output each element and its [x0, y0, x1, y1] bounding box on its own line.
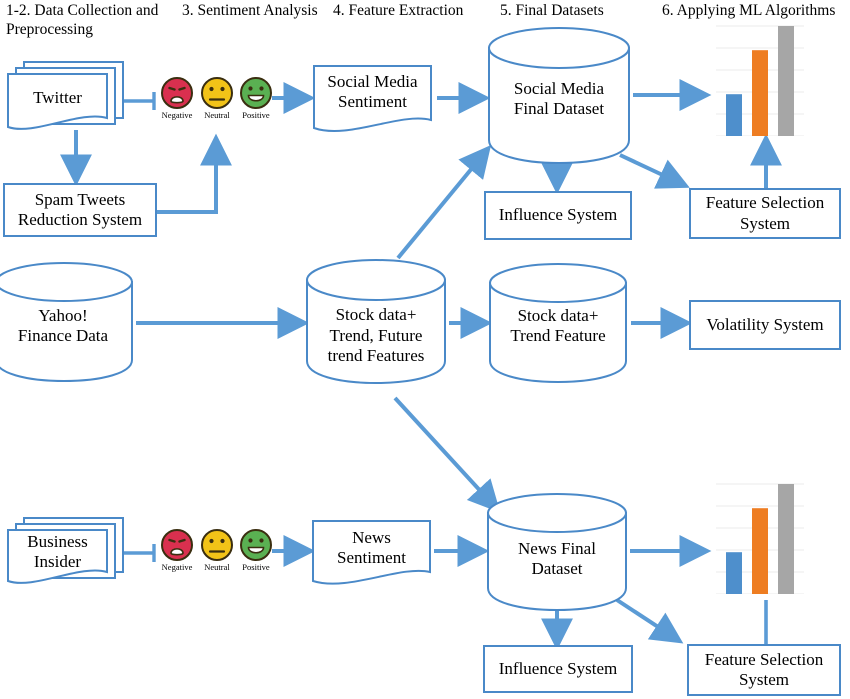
ml-results-chart-top[interactable] [716, 22, 804, 141]
edge-stock-to-newsfinal [393, 396, 501, 513]
label-neutral-top: Neutral [204, 110, 230, 120]
node-business-insider[interactable] [7, 517, 124, 584]
label-positive-bottom: Positive [242, 562, 270, 572]
bar-2 [778, 484, 794, 594]
bar-1 [752, 508, 768, 594]
bar-0 [726, 94, 742, 136]
sentiment-faces-bottom [160, 528, 272, 567]
edge-stock-to-smfinal [396, 145, 492, 260]
sentiment-faces-top-svg [161, 77, 272, 109]
header-stage-3: 3. Sentiment Analysis [182, 2, 318, 19]
edge-smfinal-to-featsel-top [619, 153, 690, 189]
node-twitter[interactable] [7, 61, 124, 130]
label-positive-top: Positive [242, 110, 270, 120]
header-stage-4: 4. Feature Extraction [333, 2, 464, 19]
header-stage-1-2: 1-2. Data Collection and Preprocessing [6, 2, 159, 38]
node-volatility-system[interactable] [689, 300, 841, 350]
node-social-media-final-dataset[interactable] [488, 27, 630, 165]
edge-newsfinal-to-featsel-bottom [615, 598, 684, 644]
positive-face-icon[interactable] [240, 529, 272, 561]
node-news-sentiment[interactable] [312, 520, 431, 585]
bar-1 [752, 50, 768, 137]
node-feature-selection-bottom[interactable] [687, 644, 841, 696]
edge-spam-to-sentiment [156, 133, 232, 214]
node-influence-system-top[interactable] [484, 191, 632, 240]
header-stage-5: 5. Final Datasets [500, 2, 604, 19]
neutral-face-icon[interactable] [201, 529, 233, 561]
node-feature-selection-top[interactable] [689, 188, 841, 239]
header-stage-6: 6. Applying ML Algorithms [662, 2, 836, 19]
label-negative-top: Negative [161, 110, 193, 120]
bar-2 [778, 26, 794, 136]
label-negative-bottom: Negative [161, 562, 193, 572]
ml-results-chart-bottom[interactable] [716, 480, 804, 599]
sentiment-faces-bottom-svg [161, 529, 272, 561]
node-spam-tweets[interactable] [3, 183, 157, 237]
positive-face-icon[interactable] [240, 77, 272, 109]
negative-face-icon[interactable] [161, 529, 193, 561]
negative-face-icon[interactable] [161, 77, 193, 109]
bar-0 [726, 552, 742, 594]
ml-results-chart-bottom-svg [716, 483, 804, 595]
node-social-media-sentiment[interactable] [313, 65, 432, 133]
label-neutral-bottom: Neutral [204, 562, 230, 572]
node-stock-trend-feature[interactable] [489, 263, 627, 384]
sentiment-faces-top [160, 76, 272, 115]
node-stock-trend-future[interactable] [306, 259, 446, 385]
node-news-final-dataset[interactable] [487, 493, 627, 612]
node-yahoo-finance-data[interactable] [0, 262, 133, 383]
neutral-face-icon[interactable] [201, 77, 233, 109]
ml-results-chart-top-svg [716, 25, 804, 137]
node-influence-system-bottom[interactable] [483, 645, 633, 693]
